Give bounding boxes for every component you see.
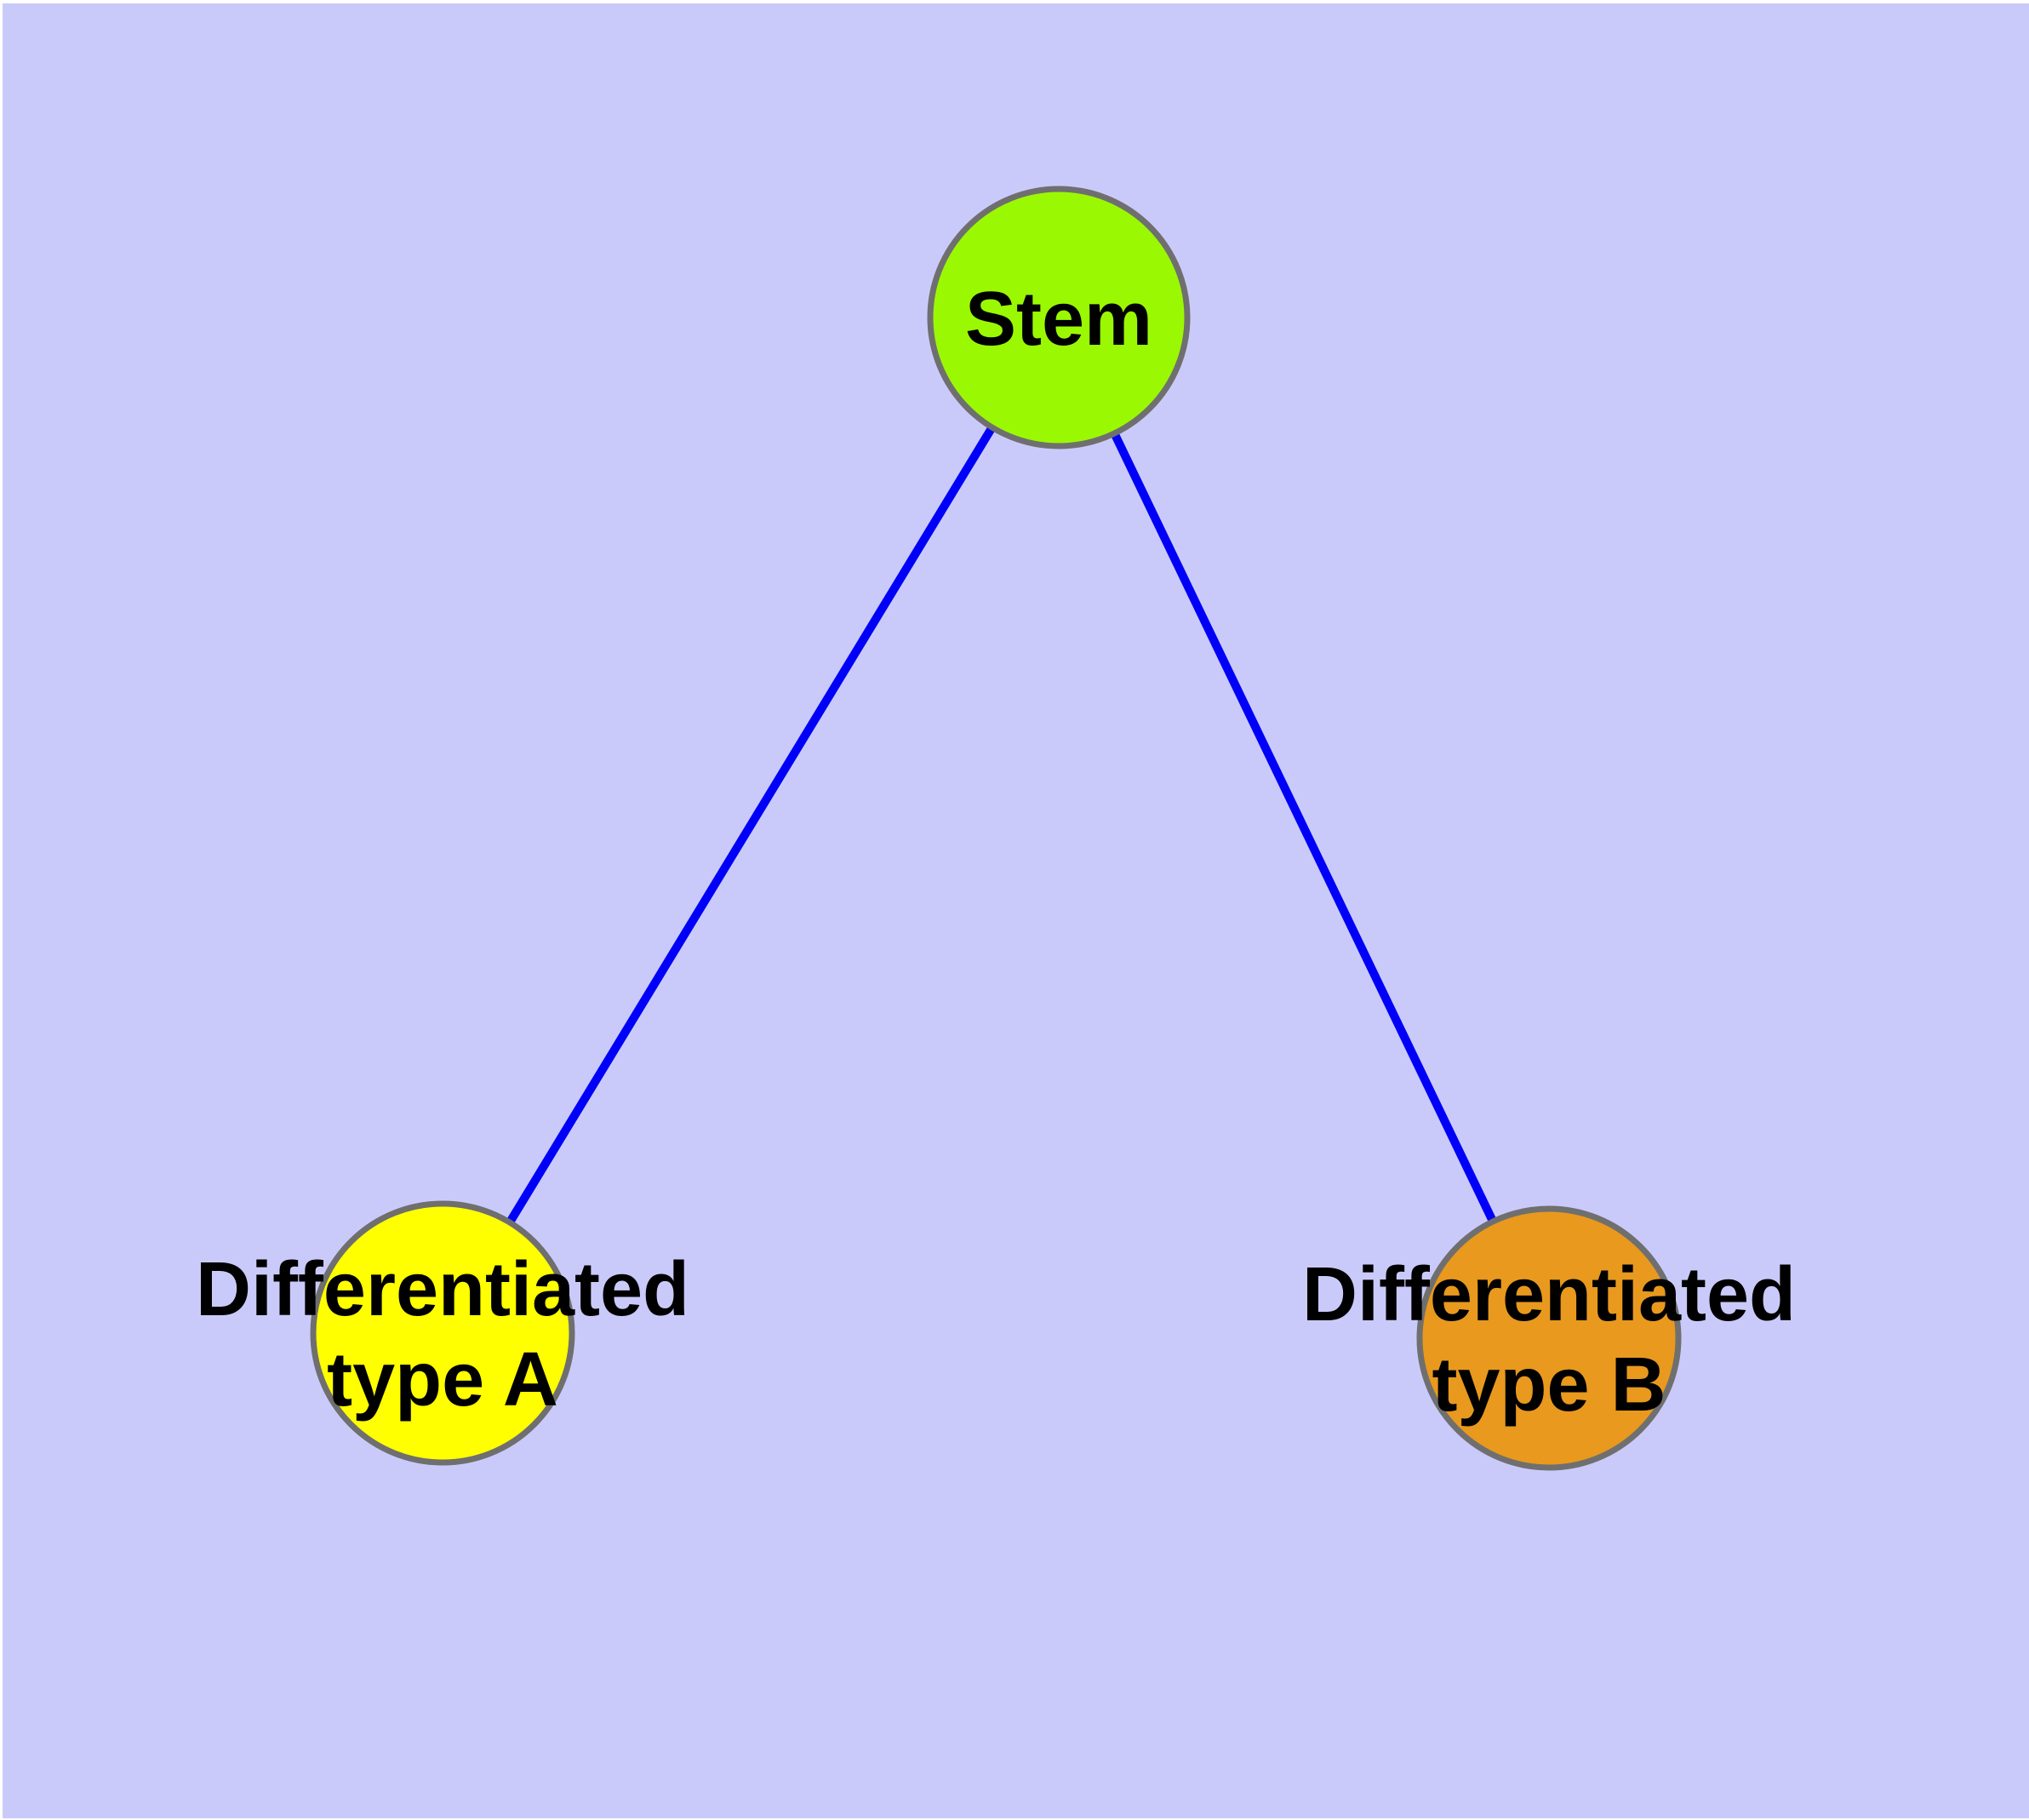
node-label-line: Differentiated — [1302, 1252, 1796, 1337]
edges-layer — [438, 315, 1553, 1341]
edge-stem-to-differentiated-type-b — [1055, 315, 1553, 1341]
node-circle-differentiated-type-b — [1416, 1205, 1682, 1471]
node-label-line: Stem — [965, 277, 1152, 362]
node-circle-differentiated-type-a — [310, 1200, 575, 1466]
node-label-line: type A — [327, 1337, 558, 1422]
node-label-line: type B — [1432, 1342, 1666, 1428]
node-label-stem: Stem — [965, 277, 1152, 362]
nodes-layer — [310, 186, 1682, 1471]
edge-stem-to-differentiated-type-a — [438, 315, 1063, 1336]
node-circle-stem — [927, 186, 1191, 449]
node-label-line: Differentiated — [196, 1247, 689, 1332]
